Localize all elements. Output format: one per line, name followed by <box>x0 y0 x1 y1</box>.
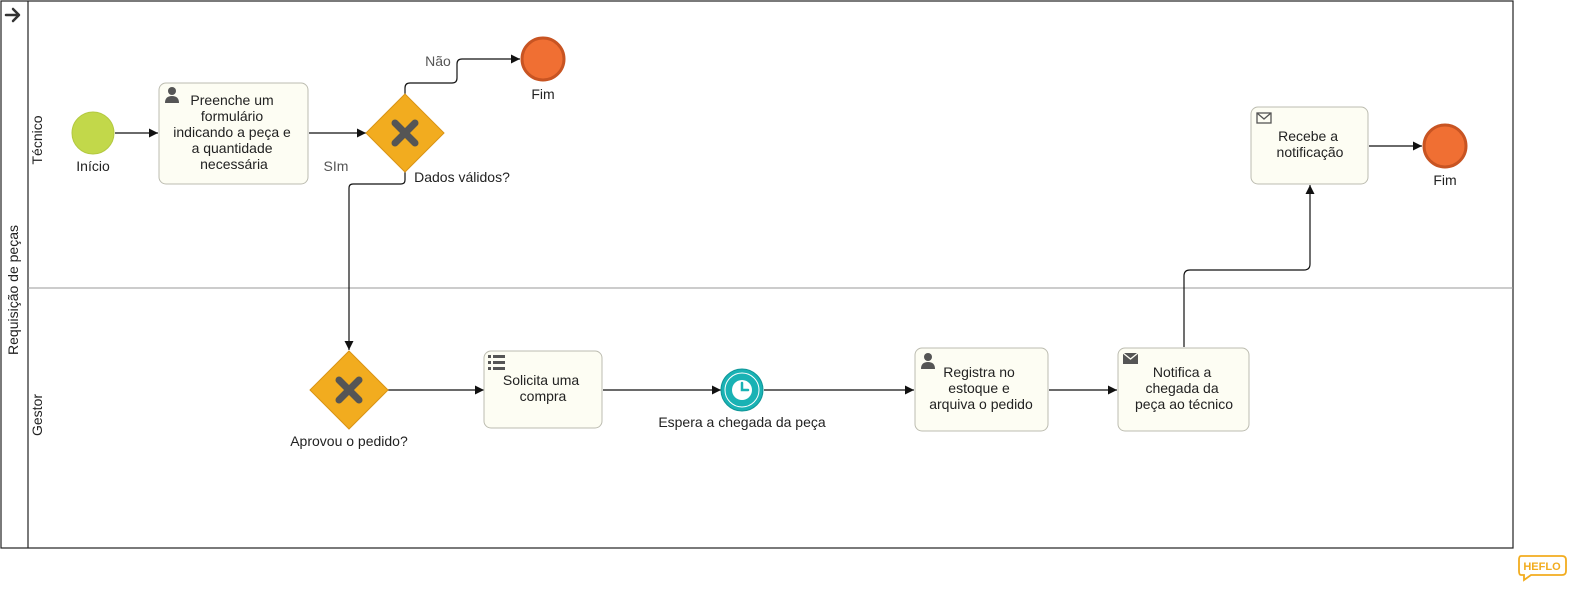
task-line: necessária <box>200 156 268 172</box>
timer-event[interactable] <box>720 368 764 412</box>
gateway-aprovou[interactable] <box>309 350 389 430</box>
gateway-dados-validos[interactable] <box>365 93 445 173</box>
task-line: formulário <box>201 108 263 124</box>
end-event-final[interactable] <box>1422 123 1468 169</box>
heflo-logo: HEFLO <box>1518 555 1567 582</box>
end-event-final-label: Fim <box>1433 172 1456 188</box>
svg-text:Recebe a notificação: Recebe a notificação <box>1277 128 1344 160</box>
flow-dados-nao-fim <box>404 54 520 94</box>
end-event-nao-label: Fim <box>531 86 554 102</box>
lane-label-tecnico: Técnico <box>29 115 45 164</box>
task-line: arquiva o pedido <box>929 396 1033 412</box>
user-icon <box>165 87 179 103</box>
flow-label-sim: SIm <box>324 158 349 174</box>
clock-icon <box>732 380 752 400</box>
svg-text:Preenche um formulário: Preenche um formulário indicando a peça … <box>173 92 294 172</box>
task-notifica-chegada[interactable]: Notifica a chegada da peça ao técnico <box>1117 347 1250 432</box>
svg-text:Registra no estoque e: Registra no estoque e arquiva o pedido <box>929 364 1033 412</box>
task-line: chegada da <box>1145 380 1218 396</box>
task-line: notificação <box>1277 144 1344 160</box>
sequence-flows <box>115 54 1422 395</box>
task-line: compra <box>520 388 567 404</box>
task-line: Solicita uma <box>503 372 579 388</box>
task-line: a quantidade <box>192 140 273 156</box>
task-line: Preenche um <box>190 92 273 108</box>
start-event[interactable] <box>71 111 115 155</box>
svg-text:Notifica a chegada da: Notifica a chegada da peça ao técnico <box>1135 364 1233 412</box>
gateway-aprovou-label: Aprovou o pedido? <box>290 433 408 449</box>
x-icon <box>335 376 363 404</box>
task-recebe-notificacao[interactable]: Recebe a notificação <box>1250 106 1369 185</box>
flow-notifica-recebe <box>1183 185 1315 347</box>
timer-event-label: Espera a chegada da peça <box>658 414 826 430</box>
svg-text:HEFLO: HEFLO <box>1523 561 1561 573</box>
flow-label-nao: Não <box>425 53 451 69</box>
task-line: estoque e <box>948 380 1010 396</box>
envelope-filled-icon <box>1122 352 1139 364</box>
task-line: Registra no <box>943 364 1015 380</box>
task-solicita-compra[interactable]: Solicita uma compra <box>483 350 603 429</box>
svg-text:Solicita uma compra: Solicita uma compra <box>503 372 583 404</box>
end-event-nao[interactable] <box>520 36 566 82</box>
x-icon <box>391 119 419 147</box>
user-icon <box>921 353 935 369</box>
envelope-outline-icon <box>1256 112 1272 124</box>
task-registra-estoque[interactable]: Registra no estoque e arquiva o pedido <box>914 347 1049 432</box>
list-icon <box>488 355 505 370</box>
gateway-dados-label: Dados válidos? <box>414 169 510 185</box>
task-line: indicando a peça e <box>173 124 291 140</box>
task-preenche-formulario[interactable]: Preenche um formulário indicando a peça … <box>158 82 309 185</box>
task-line: Recebe a <box>1278 128 1338 144</box>
start-event-label: Início <box>76 158 110 174</box>
task-line: peça ao técnico <box>1135 396 1233 412</box>
arrow-right-icon[interactable] <box>4 7 21 23</box>
pool-title: Requisição de peças <box>5 225 21 355</box>
flow-dados-sim-aprovou <box>344 172 406 350</box>
task-line: Notifica a <box>1153 364 1212 380</box>
lane-label-gestor: Gestor <box>29 394 45 436</box>
